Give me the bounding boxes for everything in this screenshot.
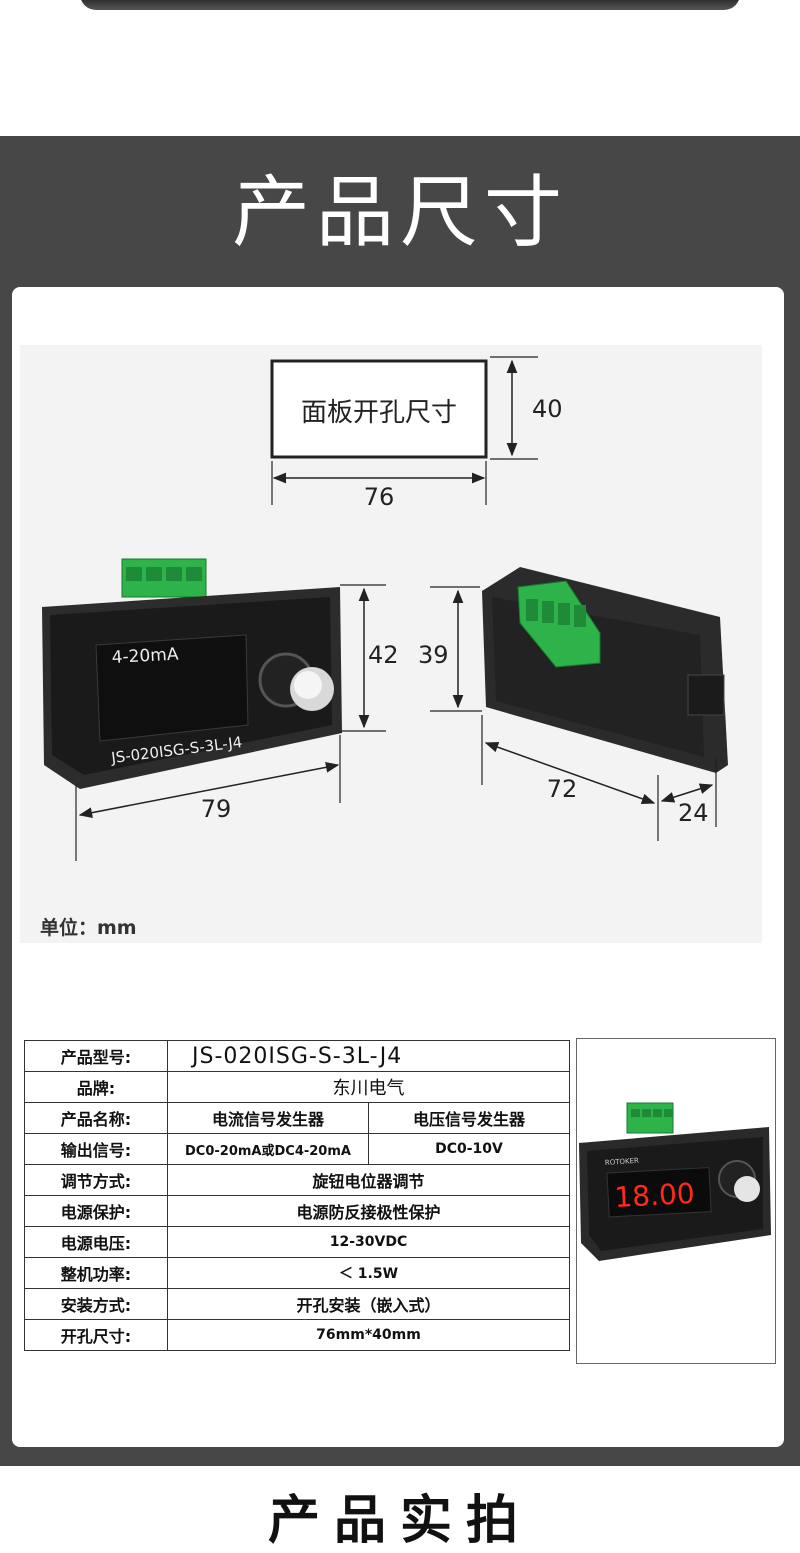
side-thickness: 24 bbox=[678, 799, 709, 827]
table-row: 品牌: 东川电气 bbox=[24, 1071, 570, 1103]
spec-label: 产品型号: bbox=[24, 1040, 168, 1072]
product-photo-svg: ROTOKER 18.00 bbox=[579, 1102, 771, 1261]
previous-section-remnant bbox=[0, 0, 800, 136]
spec-value: DC0-20mA或DC4-20mA bbox=[167, 1133, 369, 1165]
spec-label: 品牌: bbox=[24, 1071, 168, 1103]
spec-value: 东川电气 bbox=[167, 1071, 570, 1103]
dimension-svg: 面板开孔尺寸 40 76 4-20mA JS-020ISG-S-3L-J4 bbox=[42, 356, 728, 861]
spec-label: 调节方式: bbox=[24, 1164, 168, 1196]
table-row: 产品型号: JS-020ISG-S-3L-J4 bbox=[24, 1040, 570, 1072]
table-row: 电源保护: 电源防反接极性保护 bbox=[24, 1195, 570, 1227]
front-view-device: 4-20mA JS-020ISG-S-3L-J4 42 79 bbox=[42, 558, 399, 861]
spec-value: ＜ 1.5W bbox=[167, 1257, 570, 1289]
side-depth: 72 bbox=[547, 775, 578, 803]
spec-value: 电流信号发生器 bbox=[167, 1102, 369, 1134]
panel-cutout-diagram: 面板开孔尺寸 40 76 bbox=[270, 356, 563, 511]
spec-label: 安装方式: bbox=[24, 1288, 168, 1320]
table-row: 产品名称: 电流信号发生器 电压信号发生器 bbox=[24, 1102, 570, 1134]
spec-label: 电源电压: bbox=[24, 1226, 168, 1258]
unit-note: 单位：mm bbox=[40, 917, 137, 939]
product-shadow bbox=[80, 0, 740, 10]
spec-label: 电源保护: bbox=[24, 1195, 168, 1227]
section-title: 产品尺寸 bbox=[231, 168, 568, 258]
photo-led-display: 18.00 bbox=[614, 1177, 696, 1214]
table-row: 电源电压: 12-30VDC bbox=[24, 1226, 570, 1258]
product-photo: ROTOKER 18.00 bbox=[576, 1038, 776, 1364]
table-row: 输出信号: DC0-20mA或DC4-20mA DC0-10V bbox=[24, 1133, 570, 1165]
spec-value: 电源防反接极性保护 bbox=[167, 1195, 570, 1227]
side-view-device: 39 72 24 bbox=[418, 567, 728, 841]
spec-label: 输出信号: bbox=[24, 1133, 168, 1165]
spec-table: 产品型号: JS-020ISG-S-3L-J4 品牌: 东川电气 产品名称: 电… bbox=[24, 1040, 570, 1351]
spec-value: JS-020ISG-S-3L-J4 bbox=[167, 1040, 570, 1072]
table-row: 开孔尺寸: 76mm*40mm bbox=[24, 1319, 570, 1351]
spec-value: 电压信号发生器 bbox=[368, 1102, 570, 1134]
table-row: 安装方式: 开孔安装（嵌入式） bbox=[24, 1288, 570, 1320]
spec-value: DC0-10V bbox=[368, 1133, 570, 1165]
spec-value: 76mm*40mm bbox=[167, 1319, 570, 1351]
panel-cutout-label: 面板开孔尺寸 bbox=[301, 398, 457, 428]
spec-label: 产品名称: bbox=[24, 1102, 168, 1134]
table-row: 调节方式: 旋钮电位器调节 bbox=[24, 1164, 570, 1196]
table-row: 整机功率: ＜ 1.5W bbox=[24, 1257, 570, 1289]
dimension-drawing: 面板开孔尺寸 40 76 4-20mA JS-020ISG-S-3L-J4 bbox=[20, 345, 762, 943]
panel-cutout-height: 40 bbox=[532, 395, 563, 423]
spec-label: 整机功率: bbox=[24, 1257, 168, 1289]
front-display-label: 4-20mA bbox=[111, 645, 179, 668]
front-height: 42 bbox=[368, 641, 399, 669]
spec-label: 开孔尺寸: bbox=[24, 1319, 168, 1351]
spec-value: 旋钮电位器调节 bbox=[167, 1164, 570, 1196]
spec-value: 开孔安装（嵌入式） bbox=[167, 1288, 570, 1320]
side-height: 39 bbox=[418, 641, 449, 669]
panel-cutout-width: 76 bbox=[364, 483, 395, 511]
photo-brand-label: ROTOKER bbox=[605, 1157, 640, 1167]
front-width: 79 bbox=[201, 795, 232, 823]
spec-value: 12-30VDC bbox=[167, 1226, 570, 1258]
